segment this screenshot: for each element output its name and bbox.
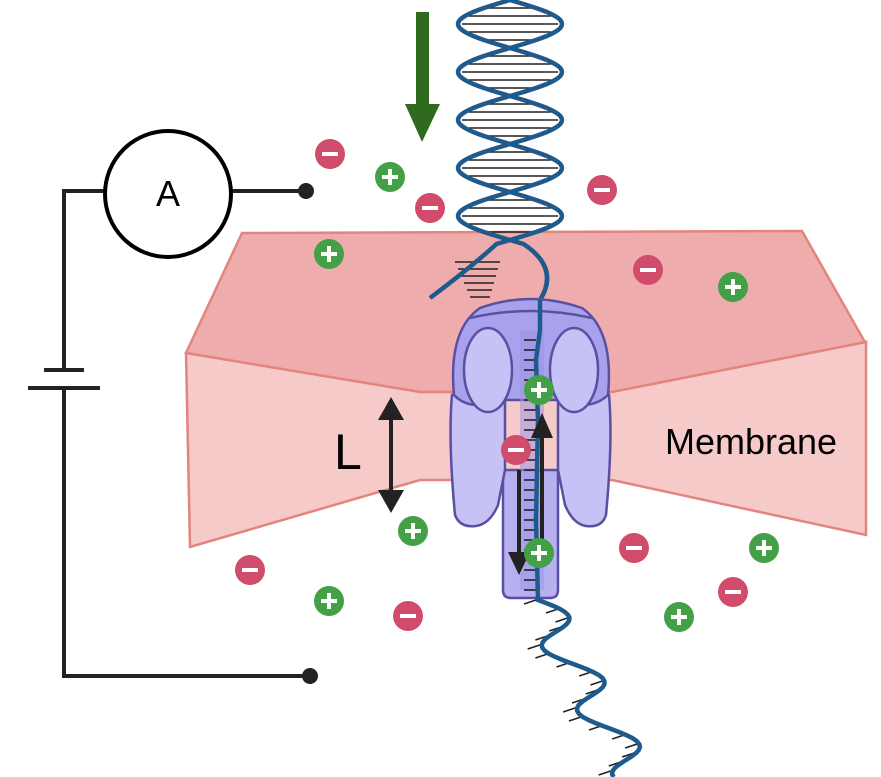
pore-right-lobe [548, 326, 600, 414]
double-arrow-vertical-icon [378, 397, 404, 513]
base-tick [624, 743, 638, 749]
pore-right-leg [556, 393, 612, 528]
dna-single-strand [523, 300, 643, 777]
minus-circle-icon [633, 255, 663, 285]
ammeter-label: A [155, 173, 180, 214]
base-tick [590, 680, 603, 686]
plus-circle-icon [314, 586, 344, 616]
base-tick [598, 770, 611, 776]
pore-left-leg [449, 393, 507, 528]
minus-circle-icon [235, 555, 265, 585]
minus-circle-icon [587, 175, 617, 205]
base-tick [545, 608, 559, 614]
plus-circle-icon [314, 239, 344, 269]
base-tick [523, 599, 537, 605]
dna-strand-a [428, 0, 565, 300]
electrode-top [298, 183, 314, 199]
pore-left-lobe [462, 326, 514, 414]
plus-circle-icon [398, 516, 428, 546]
single-strand-backbone [533, 300, 643, 777]
base-tick [562, 707, 576, 713]
dna-strand-b [455, 0, 565, 302]
ions [235, 139, 779, 632]
ion-current-arrows [508, 413, 553, 575]
dna-double-helix [428, 0, 565, 302]
minus-circle-icon [718, 577, 748, 607]
plus-circle-icon [718, 272, 748, 302]
base-tick [555, 617, 568, 623]
base-tick [527, 644, 540, 650]
minus-circle-icon [501, 435, 531, 465]
minus-circle-icon [393, 601, 423, 631]
minus-circle-icon [619, 533, 649, 563]
pore-cap-rim [469, 309, 593, 320]
minus-circle-icon [315, 139, 345, 169]
plus-circle-icon [664, 602, 694, 632]
plus-circle-icon [749, 533, 779, 563]
base-tick [568, 716, 582, 722]
ammeter [103, 129, 233, 259]
plus-circle-icon [524, 538, 554, 568]
membrane-label: Membrane [665, 421, 838, 462]
circuit [28, 189, 310, 678]
circuit-wire-bottom [62, 388, 310, 678]
plus-circle-icon [524, 375, 554, 405]
arrow-down-icon [405, 12, 440, 142]
pore-length-label: L [334, 424, 362, 480]
plus-circle-icon [375, 162, 405, 192]
circuit-wire-top [62, 189, 104, 370]
minus-circle-icon [415, 193, 445, 223]
electrode-bottom [302, 668, 318, 684]
base-tick [535, 653, 548, 659]
